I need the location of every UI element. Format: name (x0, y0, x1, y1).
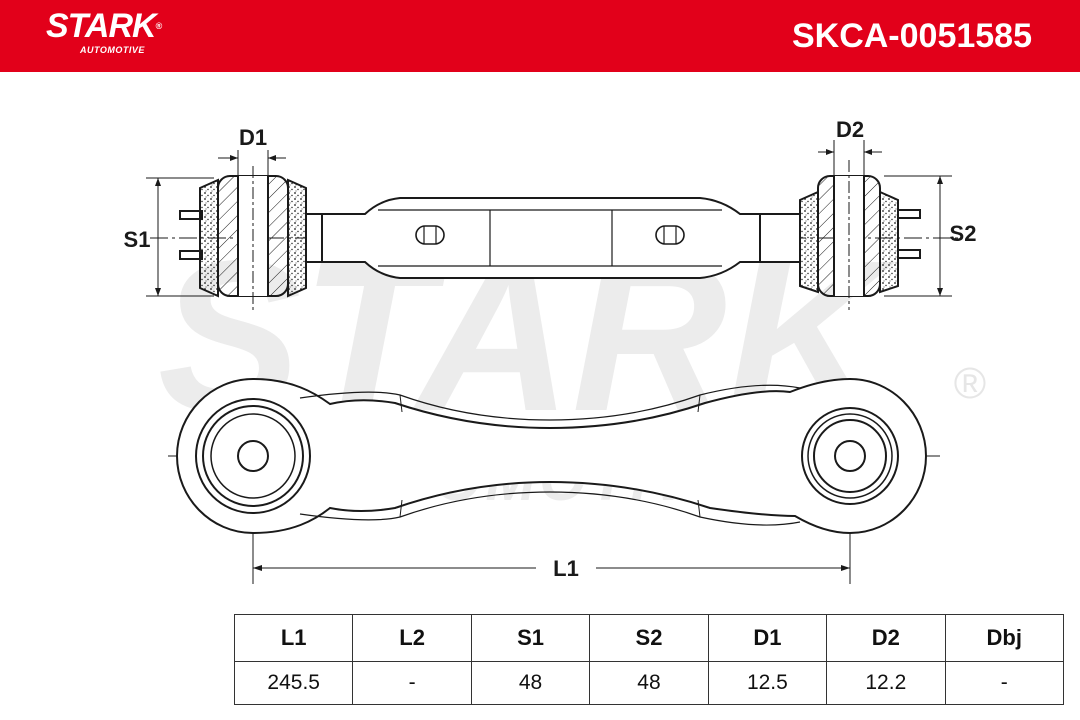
top-view (168, 377, 940, 540)
value-l2: - (352, 661, 472, 705)
header-l1: L1 (233, 614, 354, 662)
brand-tagline: AUTOMOTIVE (80, 45, 145, 55)
left-bushing-eye (195, 398, 311, 514)
technical-drawing: STARK ® AUTOMOTIVE (124, 117, 986, 584)
brand-logo: STARK® (46, 7, 162, 45)
value-d1: 12.5 (707, 661, 828, 705)
label-d2: D2 (836, 117, 864, 142)
header-dbj: Dbj (944, 614, 1065, 662)
header-bar: STARK® AUTOMOTIVE SKCA-0051585 (0, 0, 1080, 72)
value-l1: 245.5 (233, 661, 354, 705)
header-d1: D1 (707, 614, 828, 662)
dimension-line-l1 (252, 540, 851, 584)
spec-table-header-row: L1 L2 S1 S2 D1 D2 Dbj (233, 614, 1065, 662)
header-s1: S1 (470, 614, 591, 662)
side-view (150, 160, 960, 310)
dimension-lines-side (146, 140, 952, 297)
arm-body-side (305, 197, 801, 279)
header-d2: D2 (826, 614, 946, 662)
label-s1: S1 (124, 227, 151, 252)
spec-table: L1 L2 S1 S2 D1 D2 Dbj 245.5 - 48 48 12.5… (233, 614, 1065, 705)
right-bushing (799, 160, 899, 310)
label-d1: D1 (239, 125, 267, 150)
header-s2: S2 (589, 614, 709, 662)
label-s2: S2 (950, 221, 977, 246)
value-d2: 12.2 (826, 661, 946, 705)
left-bushing (199, 166, 307, 310)
right-bushing-eye (801, 407, 899, 505)
value-s1: 48 (470, 661, 591, 705)
watermark-registered: ® (954, 359, 986, 408)
spec-table-value-row: 245.5 - 48 48 12.5 12.2 - (233, 661, 1065, 705)
arm-body-top (175, 377, 928, 535)
header-l2: L2 (352, 614, 472, 662)
label-l1: L1 (553, 556, 579, 581)
value-dbj: - (944, 661, 1065, 705)
value-s2: 48 (589, 661, 709, 705)
part-number: SKCA-0051585 (791, 17, 1032, 55)
